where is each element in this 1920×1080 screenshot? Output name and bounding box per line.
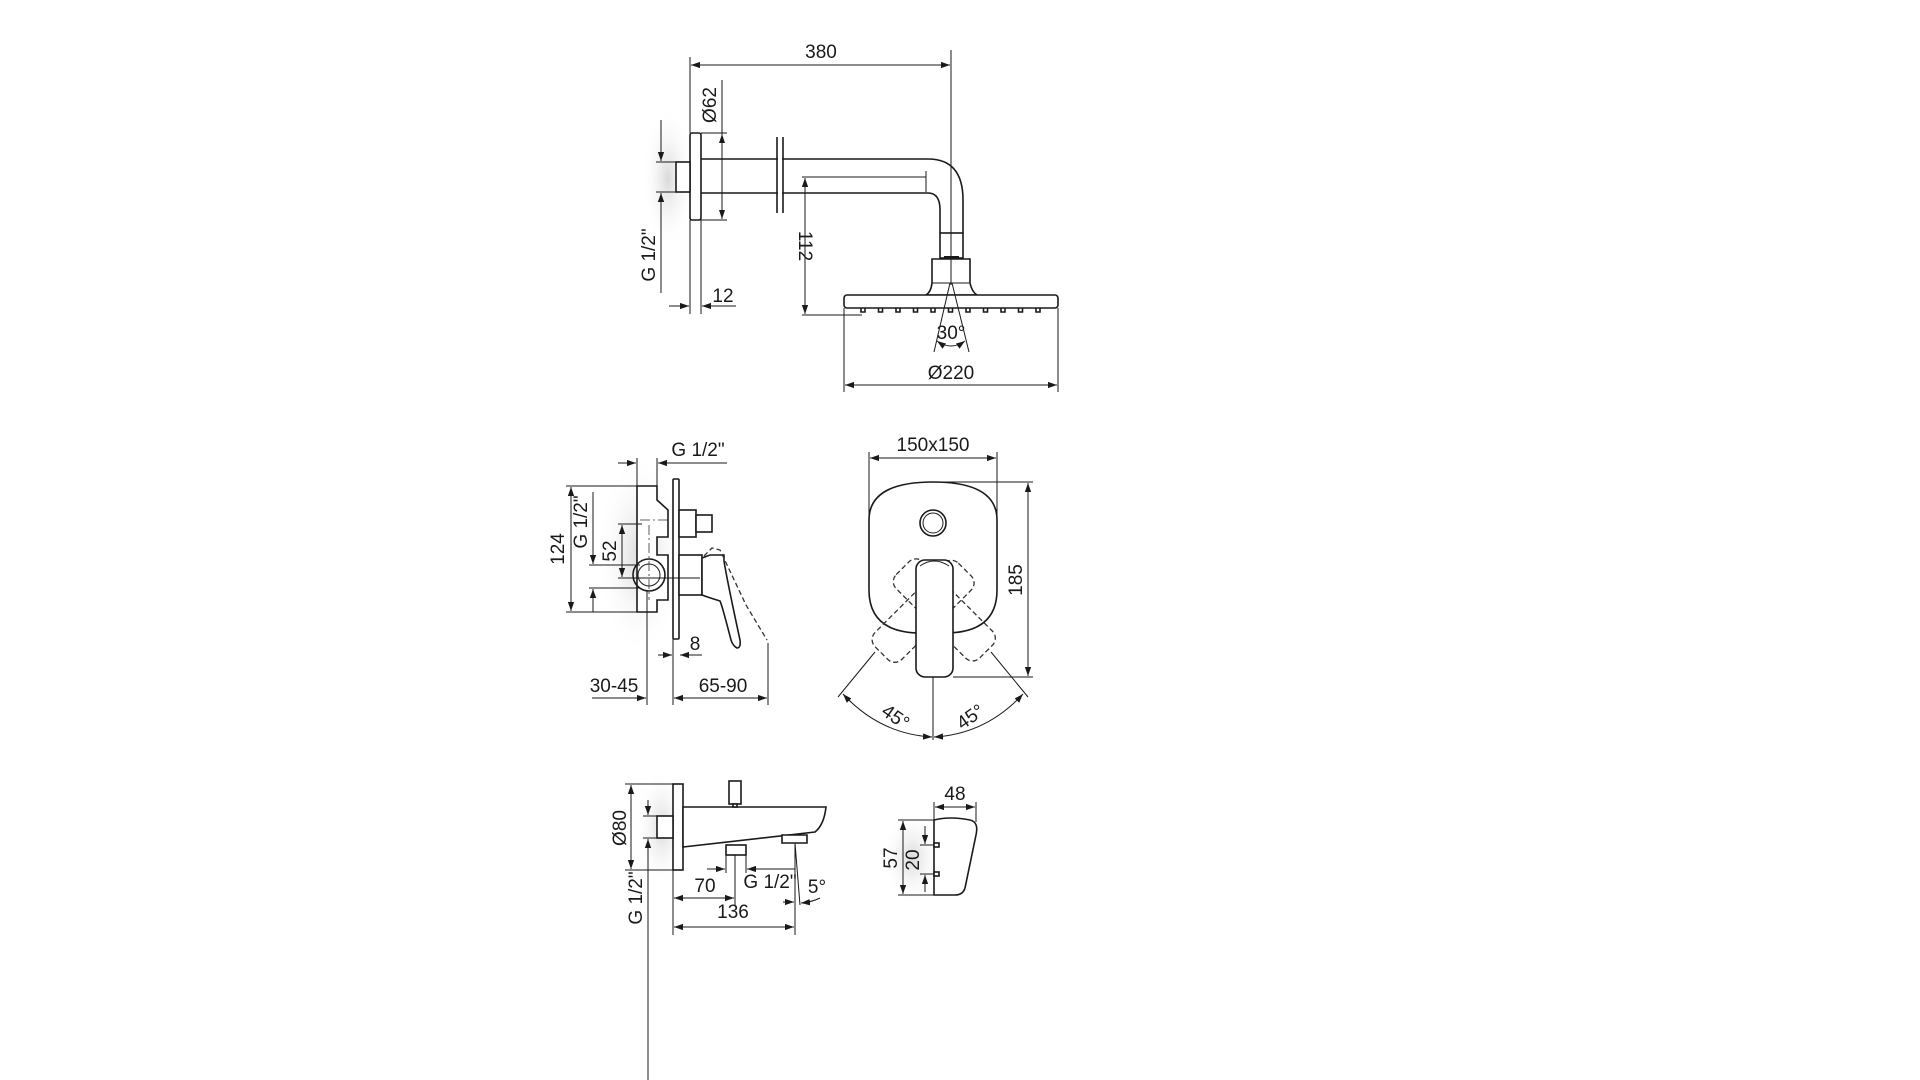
spout-body	[682, 806, 827, 848]
dim-label-front-height: 185	[1006, 564, 1027, 596]
spout-end-view: 48 57 20	[881, 784, 978, 896]
rotation-arc-right	[933, 693, 1024, 740]
dim-label-end-height: 57	[881, 847, 902, 868]
rotation-arc-left	[842, 693, 933, 740]
handle-left-position	[892, 558, 996, 662]
shower-nozzles	[860, 308, 1041, 313]
diverter-stem	[678, 509, 697, 538]
shower-arm-outer	[701, 158, 964, 233]
dim-label-tilt-angle: 5°	[808, 877, 826, 898]
dimension-tilt-angle	[800, 897, 821, 906]
dim-label-projection: 65-90	[699, 676, 748, 697]
spout-side-view: Ø80 G 1/2" G 1/2" 70 5° 136	[610, 780, 827, 1080]
mount-pin-top	[933, 842, 940, 848]
spout-flange	[672, 783, 684, 871]
shower-arm-inner	[701, 192, 941, 233]
lever-handle	[701, 554, 741, 649]
trim-plate	[868, 481, 998, 634]
dim-label-angle-right: 45°	[953, 701, 989, 735]
cover-plate	[672, 478, 680, 640]
spout-nipple	[656, 815, 674, 839]
dim-label-thread: G 1/2"	[639, 228, 660, 281]
spout-end-profile	[933, 817, 978, 896]
dim-label-thread-wall: G 1/2"	[626, 871, 647, 924]
dim-label-thread-side: G 1/2"	[571, 495, 592, 548]
overhead-shower-view: 380 Ø62 G 1/2" 12 112 30° Ø220	[639, 42, 1059, 392]
valve-outlet	[632, 558, 666, 592]
mixer-front-view: 150x150 185 45° 45°	[837, 435, 1033, 740]
dim-label-angle-left: 45°	[877, 701, 913, 735]
dim-label-drop-height: 112	[794, 231, 815, 261]
dim-label-spout-length: 136	[717, 902, 749, 923]
shower-head-plate	[843, 294, 1059, 309]
dim-label-spout-flange: Ø80	[610, 810, 631, 846]
dim-label-flange-diameter: Ø62	[700, 87, 721, 123]
lever-handle-front	[915, 559, 954, 678]
lever-alt-position	[703, 547, 768, 641]
dim-label-spray-angle: 30°	[937, 323, 966, 344]
diverter-knob	[728, 780, 742, 805]
dim-label-outlet-distance: 70	[694, 876, 715, 897]
mount-pin-bottom	[933, 871, 940, 877]
aerator	[781, 834, 808, 844]
spray-angle-arc	[936, 340, 966, 349]
mixer-side-view: G 1/2" 124 G 1/2" 52 8 30-45 65-90	[548, 440, 769, 705]
bottom-connection	[725, 844, 747, 856]
diverter-button	[919, 509, 947, 537]
dim-label-flange-thickness: 12	[712, 286, 733, 307]
wall-flange	[689, 132, 702, 221]
cartridge	[678, 554, 703, 596]
dim-label-install-depth: 30-45	[590, 676, 639, 697]
dim-label-head-diameter: Ø220	[928, 363, 974, 384]
dim-label-thread-top: G 1/2"	[671, 440, 724, 461]
dim-label-plate-thickness: 8	[690, 634, 701, 655]
dim-label-end-width: 48	[944, 784, 965, 805]
dim-label-outlet-offset: 52	[600, 540, 621, 561]
dim-label-height: 124	[548, 533, 569, 565]
dim-label-thread-bottom: G 1/2"	[743, 872, 796, 893]
valve-body	[636, 485, 669, 613]
dim-label-pin-spacing: 20	[903, 849, 924, 870]
dim-label-plate-size: 150x150	[897, 435, 970, 456]
thread-nipple	[675, 161, 691, 193]
dim-label-arm-length: 380	[805, 42, 837, 63]
